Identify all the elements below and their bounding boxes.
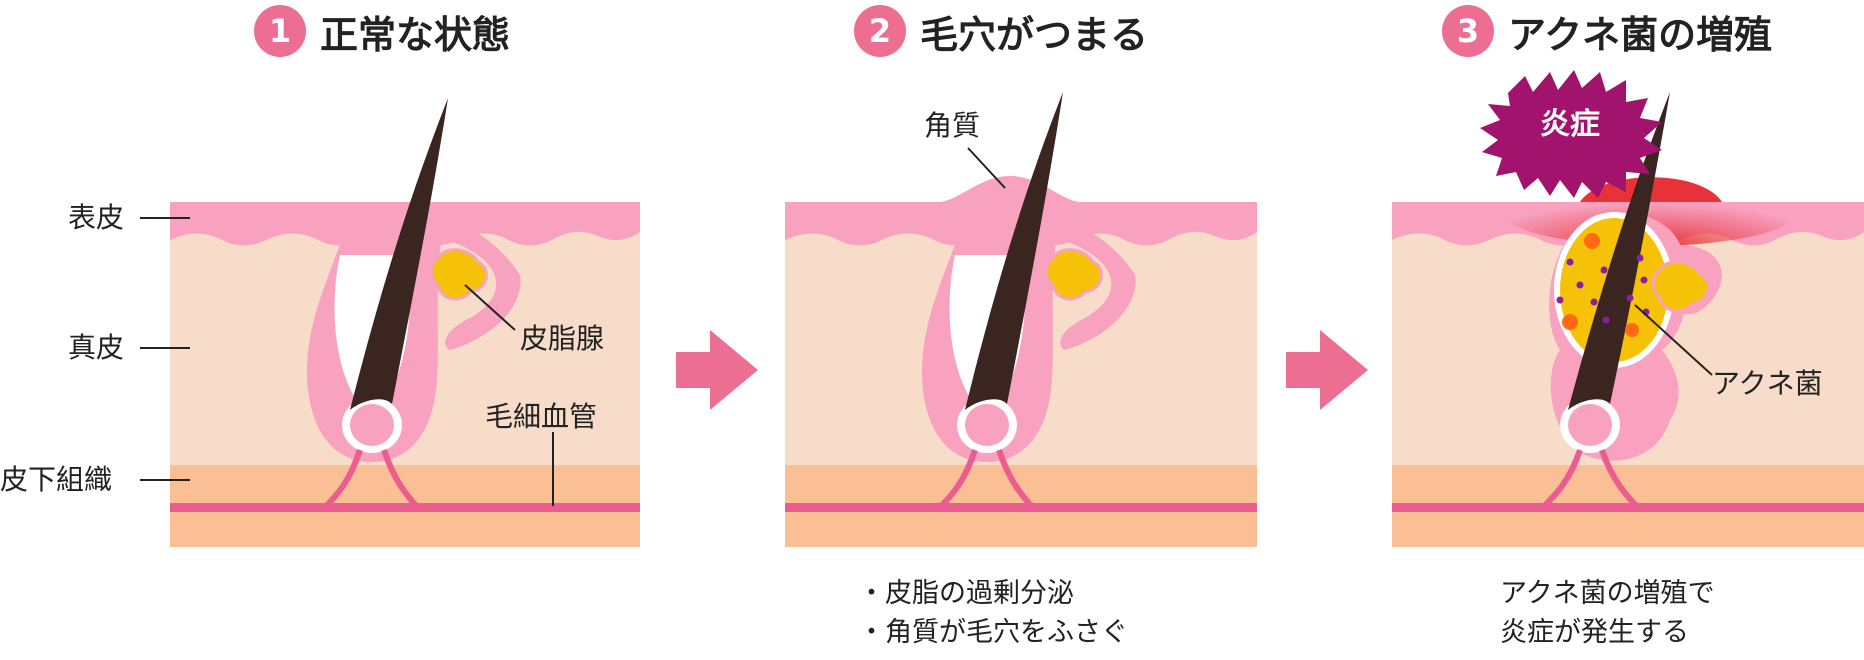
capillary-line [170,503,640,512]
step-2-note-2: ・角質が毛穴をふさぐ [858,617,1128,649]
label-capillary: 毛細血管 [485,400,598,433]
step-1-heading: 1 正常な状態 [254,2,510,60]
inflammation-burst [1480,70,1662,198]
label-inflammation: 炎症 [1540,107,1600,142]
label-dermis: 真皮 [68,331,125,364]
label-subcutaneous: 皮下組織 [0,463,113,496]
label-sebaceous-gland: 皮脂腺 [520,322,605,355]
panel-normal [140,98,640,547]
hair-shaft [350,98,448,410]
label-epidermis: 表皮 [68,201,125,234]
step-2-title: 毛穴がつまる [920,12,1149,57]
acne-bacteria [1562,233,1639,337]
step-3-notes: アクネ菌の増殖で 炎症が発生する [1500,574,1715,652]
step-3-title: アクネ菌の増殖 [1508,12,1773,57]
step-3-heading: 3 アクネ菌の増殖 [1442,2,1772,60]
step-3-note-1: アクネ菌の増殖で [1500,578,1715,609]
step-2-notes: ・皮脂の過剰分泌 ・角質が毛穴をふさぐ [858,574,1128,652]
step-2-note-1: ・皮脂の過剰分泌 [858,578,1074,609]
step-3-note-2: 炎症が発生する [1500,617,1689,649]
step-1-title: 正常な状態 [320,12,511,57]
arrow-1-to-2 [676,330,758,410]
arrow-2-to-3 [1286,330,1368,410]
label-keratin: 角質 [924,109,981,142]
step-1-number: 1 [254,5,306,57]
step-2-number: 2 [854,5,906,57]
panel-bacteria [1392,70,1864,547]
step-2-heading: 2 毛穴がつまる [854,2,1148,60]
step-3-number: 3 [1442,5,1494,57]
label-acne-bacteria: アクネ菌 [1712,367,1823,400]
panel-clogged [785,92,1257,547]
sebaceous-gland [429,248,488,301]
hair-bulb [350,404,394,446]
